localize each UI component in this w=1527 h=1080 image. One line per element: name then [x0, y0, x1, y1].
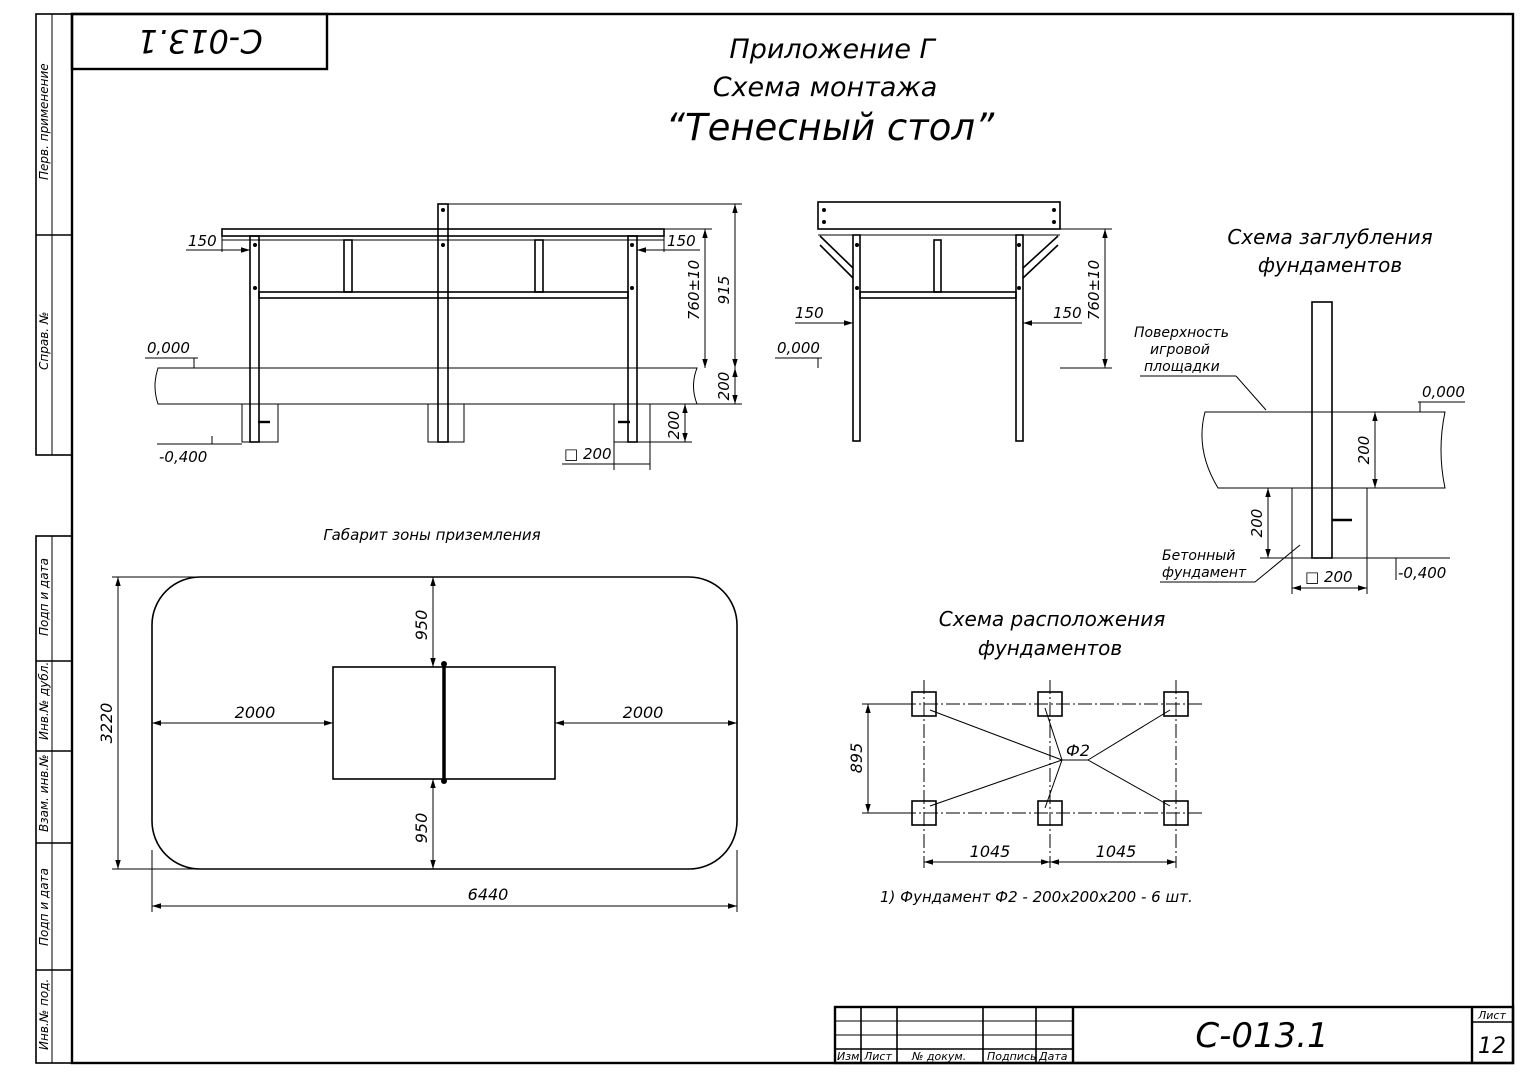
- side-strip: Перв. применение Справ. № Подп и дата Ин…: [37, 63, 51, 1050]
- title-line2: Схема монтажа: [713, 72, 938, 103]
- foundation-2: [1037, 691, 1063, 717]
- layout-dim-1045-left: 1045: [970, 842, 1011, 861]
- depth-surface-1: Поверхность: [1134, 325, 1229, 341]
- label-inv-pod: Инв.№ под.: [37, 979, 51, 1050]
- depth-title-1: Схема заглубления: [1227, 225, 1432, 249]
- landing-zone: Габарит зоны приземления 3220 6440 2000 …: [97, 526, 738, 912]
- tb-podpis: Подпись: [987, 1050, 1036, 1063]
- end-dim-760: 760±10: [1085, 260, 1103, 320]
- code-box-top: С-013.1: [70, 12, 329, 71]
- end-dim-150-left: 150: [795, 304, 824, 322]
- label-vzam-inv: Взам. инв.№: [37, 754, 51, 832]
- tb-izm: Изм.: [837, 1050, 863, 1063]
- label-podp-data-1: Подп и дата: [37, 558, 51, 636]
- front-dim-760: 760±10: [685, 260, 703, 320]
- landing-dim-2000-right: 2000: [623, 703, 664, 722]
- depth-title-2: фундаментов: [1258, 253, 1402, 277]
- foundation-6: [1163, 800, 1189, 826]
- tb-data: Дата: [1038, 1050, 1068, 1063]
- label-perv-primenenie: Перв. применение: [37, 63, 51, 180]
- layout-label-f2: Ф2: [1066, 741, 1090, 760]
- depth-scheme: Схема заглубления фундаментов Поверхност…: [1134, 225, 1465, 594]
- front-dim-200-ground: 200: [715, 372, 733, 401]
- foundation-5: [1037, 800, 1063, 826]
- end-view: 150 150 760±10 0,000: [775, 201, 1112, 442]
- title: Приложение Г Схема монтажа “Тенесный сто…: [666, 34, 995, 149]
- title-block: Изм. Лист № докум. Подпись Дата С-013.1 …: [833, 1005, 1515, 1065]
- end-dim-150-right: 150: [1053, 304, 1082, 322]
- label-sprav-no: Справ. №: [37, 312, 51, 370]
- front-dim-square-200: □ 200: [564, 445, 612, 463]
- tb-doc-no: № докум.: [911, 1050, 966, 1063]
- layout-title-2: фундаментов: [978, 636, 1122, 660]
- landing-dim-3220: 3220: [97, 703, 116, 744]
- front-level-minus: -0,400: [159, 448, 207, 466]
- title-line1: Приложение Г: [729, 34, 936, 65]
- foundation-3: [1163, 691, 1189, 717]
- depth-level-minus: -0,400: [1398, 564, 1446, 582]
- depth-dim-200-soil: 200: [1355, 436, 1373, 465]
- front-dim-915: 915: [715, 276, 733, 305]
- front-dim-150-left: 150: [188, 232, 217, 250]
- foundation-note: 1) Фундамент Ф2 - 200х200х200 - 6 шт.: [880, 888, 1193, 906]
- tb-sheet-number: 12: [1478, 1034, 1506, 1059]
- front-dim-200-foundation: 200: [665, 411, 683, 440]
- landing-dim-950-bottom: 950: [412, 813, 431, 844]
- landing-dim-6440: 6440: [468, 885, 509, 904]
- front-dim-150-right: 150: [667, 232, 696, 250]
- landing-dim-2000-left: 2000: [235, 703, 276, 722]
- depth-surface-3: площадки: [1144, 359, 1220, 375]
- depth-concrete-2: фундамент: [1162, 565, 1247, 581]
- label-inv-dubl: Инв.№ дубл.: [37, 662, 51, 740]
- code-upside-down: С-013.1: [137, 22, 263, 60]
- title-line3: “Тенесный стол”: [666, 106, 995, 149]
- layout-title-1: Схема расположения: [939, 607, 1166, 631]
- front-level-0: 0,000: [147, 339, 190, 357]
- tb-code: С-013.1: [1195, 1016, 1328, 1056]
- label-podp-data-2: Подп и дата: [37, 868, 51, 946]
- landing-dim-950-top: 950: [412, 610, 431, 641]
- depth-dim-square-200: □ 200: [1305, 568, 1353, 586]
- layout-dim-895: 895: [847, 743, 866, 774]
- tb-list: Лист: [863, 1050, 892, 1063]
- depth-surface-2: игровой: [1150, 342, 1210, 358]
- depth-level-0: 0,000: [1422, 383, 1465, 401]
- layout-scheme: Схема расположения фундаментов Ф2 895 10…: [847, 607, 1205, 868]
- landing-title: Габарит зоны приземления: [323, 526, 540, 544]
- tb-sheet-label: Лист: [1477, 1009, 1506, 1022]
- layout-dim-1045-right: 1045: [1096, 842, 1137, 861]
- depth-dim-200-found: 200: [1248, 509, 1266, 538]
- sheet-frame: [35, 12, 1515, 1065]
- front-view: 150 150 760±10 915 200 200 □ 200 0,000 -…: [145, 203, 742, 470]
- depth-concrete-1: Бетонный: [1162, 548, 1235, 564]
- end-level-0: 0,000: [777, 339, 820, 357]
